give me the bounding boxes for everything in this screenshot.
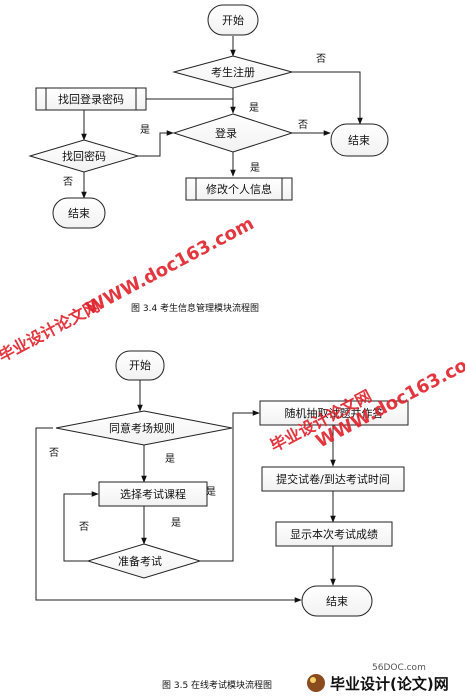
node-register-decision	[172, 55, 294, 89]
watermark-brand-1: 毕业设计论文网	[0, 296, 103, 365]
edge-label-register-no: 否	[316, 53, 326, 65]
label-agree: 同意考场规则	[109, 421, 175, 435]
diagram1-labels: 开始 考生注册 找回登录密码 登录 找回密码 结束 修改个人信息 结束 否 是 …	[58, 13, 370, 314]
node-agree-decision	[55, 410, 233, 446]
caption-figure-3-4: 图 3.4 考生信息管理模块流程图	[131, 302, 259, 314]
node-submit	[261, 466, 405, 492]
label-login: 登录	[215, 126, 237, 140]
diagram-online-exam	[35, 350, 409, 617]
label-show-score: 显示本次考试成绩	[290, 527, 378, 541]
label-find-password: 找回密码	[62, 149, 106, 163]
node-end-2	[301, 585, 373, 617]
diagram-member-management	[28, 4, 389, 229]
label-start-2: 开始	[129, 358, 151, 372]
node-end-left	[52, 197, 106, 229]
footer-brand-name: 毕业设计(论文)网	[330, 675, 449, 693]
label-select-course: 选择考试课程	[120, 487, 186, 501]
edge-prepare-no	[63, 491, 99, 562]
node-start-2	[115, 350, 165, 381]
edge-findpw-yes	[138, 130, 174, 157]
edge-label-prepare-no: 否	[79, 521, 89, 533]
edge-label-findpw-yes: 是	[140, 124, 150, 136]
diagram2-labels: 开始 同意考场规则 选择考试课程 准备考试 随机抽取试题并作答 提交试卷/到达考…	[49, 358, 390, 691]
label-register: 考生注册	[211, 65, 255, 79]
label-end-left: 结束	[68, 207, 90, 220]
edge-label-agree-no: 否	[49, 447, 59, 459]
edge-agree-no	[35, 427, 302, 603]
label-recover-password: 找回登录密码	[58, 92, 124, 106]
node-start-1	[207, 4, 259, 36]
node-select-course	[98, 481, 208, 507]
label-start-1: 开始	[222, 13, 244, 27]
edge-label-register-yes: 是	[249, 102, 259, 114]
node-recover-password	[35, 87, 147, 111]
node-edit-info	[185, 177, 293, 201]
node-login-decision	[172, 113, 294, 153]
node-prepare-decision	[86, 543, 202, 579]
label-random-answer: 随机抽取试题并作答	[285, 406, 384, 420]
edge-label-prepare-yes: 是	[206, 486, 216, 498]
node-end-right	[330, 123, 389, 157]
edge-label-login-yes: 是	[250, 162, 260, 174]
edge-prepare-yes	[200, 410, 260, 562]
edge-label-findpw-no: 否	[63, 176, 73, 188]
caption-figure-3-5: 图 3.5 在线考试模块流程图	[162, 679, 272, 691]
edge-label-select-yes: 是	[171, 517, 181, 529]
edge-register-no	[292, 71, 363, 125]
node-findpw-decision	[28, 139, 140, 173]
label-submit: 提交试卷/到达考试时间	[276, 472, 390, 486]
node-random-answer	[259, 400, 409, 426]
edge-label-login-no: 否	[298, 119, 308, 131]
footer-site-name: 56DOC.com	[372, 663, 426, 673]
footer-logo-icon	[307, 674, 325, 692]
label-end-right: 结束	[348, 134, 370, 147]
label-end-2: 结束	[326, 595, 348, 608]
edge-label-agree-yes: 是	[165, 453, 175, 465]
watermark-site-url-2: WWW.doc163.com	[312, 346, 465, 452]
footer-logo-highlight	[310, 677, 316, 683]
label-edit-info: 修改个人信息	[206, 182, 272, 196]
node-show-score	[275, 521, 393, 547]
label-prepare: 准备考试	[118, 554, 162, 568]
